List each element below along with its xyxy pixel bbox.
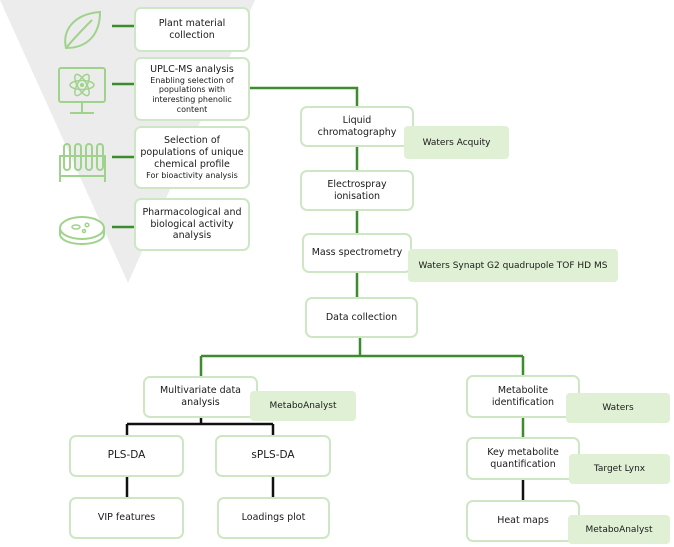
test-tubes-icon [59, 143, 106, 182]
uplc-ms-title: UPLC-MS analysis [150, 63, 234, 75]
metaboanalyst-tag-heat: MetaboAnalyst [568, 515, 670, 544]
target-lynx-tag: Target Lynx [569, 454, 670, 484]
mass-spectrometry-label: Mass spectrometry [311, 247, 403, 259]
loadings-plot-step: Loadings plot [217, 497, 330, 539]
pls-da-label: PLS-DA [107, 449, 146, 462]
petri-dish-icon [59, 216, 105, 246]
vip-features-label: VIP features [97, 512, 156, 524]
waters-acquity-label: Waters Acquity [422, 137, 491, 148]
waters-acquity-tag: Waters Acquity [404, 126, 509, 159]
spls-da-step: sPLS-DA [215, 435, 331, 477]
plant-material-step: Plant material collection [134, 7, 250, 52]
loadings-plot-label: Loadings plot [241, 512, 306, 524]
population-selection-title: Selection of populations of unique chemi… [140, 134, 244, 170]
uplc-ms-description: Enabling selection of populations with i… [150, 75, 234, 114]
metaboanalyst-mva-label: MetaboAnalyst [269, 401, 337, 411]
liquid-chromatography-label: Liquid chromatography [317, 114, 397, 138]
waters-label: Waters [602, 403, 634, 413]
pharmacological-analysis-step: Pharmacological and biological activity … [134, 198, 250, 251]
pharmacological-analysis-label: Pharmacological and biological activity … [142, 206, 242, 242]
metabolite-identification-label: Metabolite identification [491, 384, 555, 408]
metabolite-identification-step: Metabolite identification [466, 375, 580, 418]
vip-features-step: VIP features [69, 497, 184, 539]
waters-synapt-label: Waters Synapt G2 quadrupole TOF HD MS [418, 260, 608, 271]
data-collection-step: Data collection [305, 297, 418, 338]
population-selection-description: For bioactivity analysis [146, 170, 238, 180]
multivariate-analysis-step: Multivariate data analysis [143, 376, 258, 418]
plant-material-label: Plant material collection [158, 17, 226, 41]
liquid-chromatography-step: Liquid chromatography [300, 106, 414, 147]
spls-da-label: sPLS-DA [251, 449, 295, 462]
leaf-icon [64, 10, 102, 50]
electrospray-step: Electrospray ionisation [300, 170, 414, 211]
mass-spectrometry-step: Mass spectrometry [302, 233, 412, 273]
key-metabolite-quantification-step: Key metabolite quantification [466, 437, 580, 480]
connector-uplc-lc [250, 86, 359, 106]
waters-tag: Waters [566, 393, 670, 423]
pls-da-step: PLS-DA [69, 435, 184, 477]
metaboanalyst-tag-mva: MetaboAnalyst [250, 391, 356, 421]
electrospray-label: Electrospray ionisation [327, 178, 387, 202]
target-lynx-label: Target Lynx [593, 464, 646, 474]
data-collection-label: Data collection [325, 311, 398, 323]
population-selection-step: Selection of populations of unique chemi… [134, 126, 250, 189]
metaboanalyst-heat-label: MetaboAnalyst [585, 524, 653, 535]
multivariate-analysis-label: Multivariate data analysis [159, 385, 242, 408]
waters-synapt-tag: Waters Synapt G2 quadrupole TOF HD MS [408, 249, 618, 282]
heat-maps-step: Heat maps [466, 500, 580, 542]
heat-maps-label: Heat maps [497, 515, 549, 527]
key-metabolite-quantification-label: Key metabolite quantification [487, 446, 559, 470]
monitor-atom-icon [58, 67, 106, 114]
uplc-ms-step: UPLC-MS analysis Enabling selection of p… [134, 57, 250, 121]
